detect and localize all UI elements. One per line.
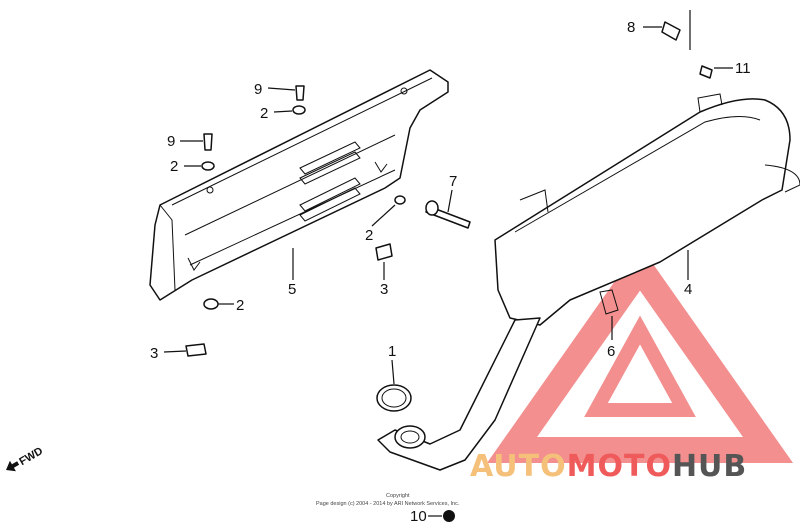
callout-2: 2 [170, 158, 178, 175]
callout-10: 10 [410, 508, 427, 525]
callout-9: 9 [167, 133, 175, 150]
callout-2: 2 [260, 105, 268, 122]
muffler-part [377, 93, 800, 471]
callout-labels: 8 11 9 2 9 2 7 2 3 5 2 3 4 6 1 10 [150, 19, 751, 525]
gasket-ring-part [376, 384, 412, 412]
callout-9: 9 [254, 81, 262, 98]
callout-7: 7 [449, 173, 457, 190]
callout-4: 4 [684, 281, 692, 298]
watermark-moto: MOTO [567, 449, 672, 484]
copyright-line-2: Page design (c) 2004 - 2014 by ARI Netwo… [316, 501, 460, 507]
watermark-auto: AUTO [470, 449, 567, 484]
callout-2: 2 [236, 297, 244, 314]
callout-11: 11 [735, 60, 751, 77]
heat-shield-part [149, 69, 449, 301]
callout-6: 6 [607, 343, 615, 360]
callout-1: 1 [388, 343, 396, 360]
copyright-line-1: Copyright [386, 493, 410, 499]
watermark-logo [486, 245, 794, 463]
watermark-text: AUTOMOTOHUB [470, 449, 747, 484]
callout-8: 8 [627, 19, 635, 36]
hardware-parts [185, 21, 713, 522]
watermark-hub: HUB [672, 449, 747, 484]
callout-3: 3 [150, 345, 158, 362]
callout-2: 2 [365, 227, 373, 244]
callout-3: 3 [380, 281, 388, 298]
callout-5: 5 [288, 281, 296, 298]
leader-lines [163, 10, 733, 517]
svg-text:AUTOMOTOHUB: AUTOMOTOHUB [470, 449, 747, 484]
fwd-label: FWD [17, 445, 45, 468]
fwd-arrow: FWD [6, 445, 45, 472]
